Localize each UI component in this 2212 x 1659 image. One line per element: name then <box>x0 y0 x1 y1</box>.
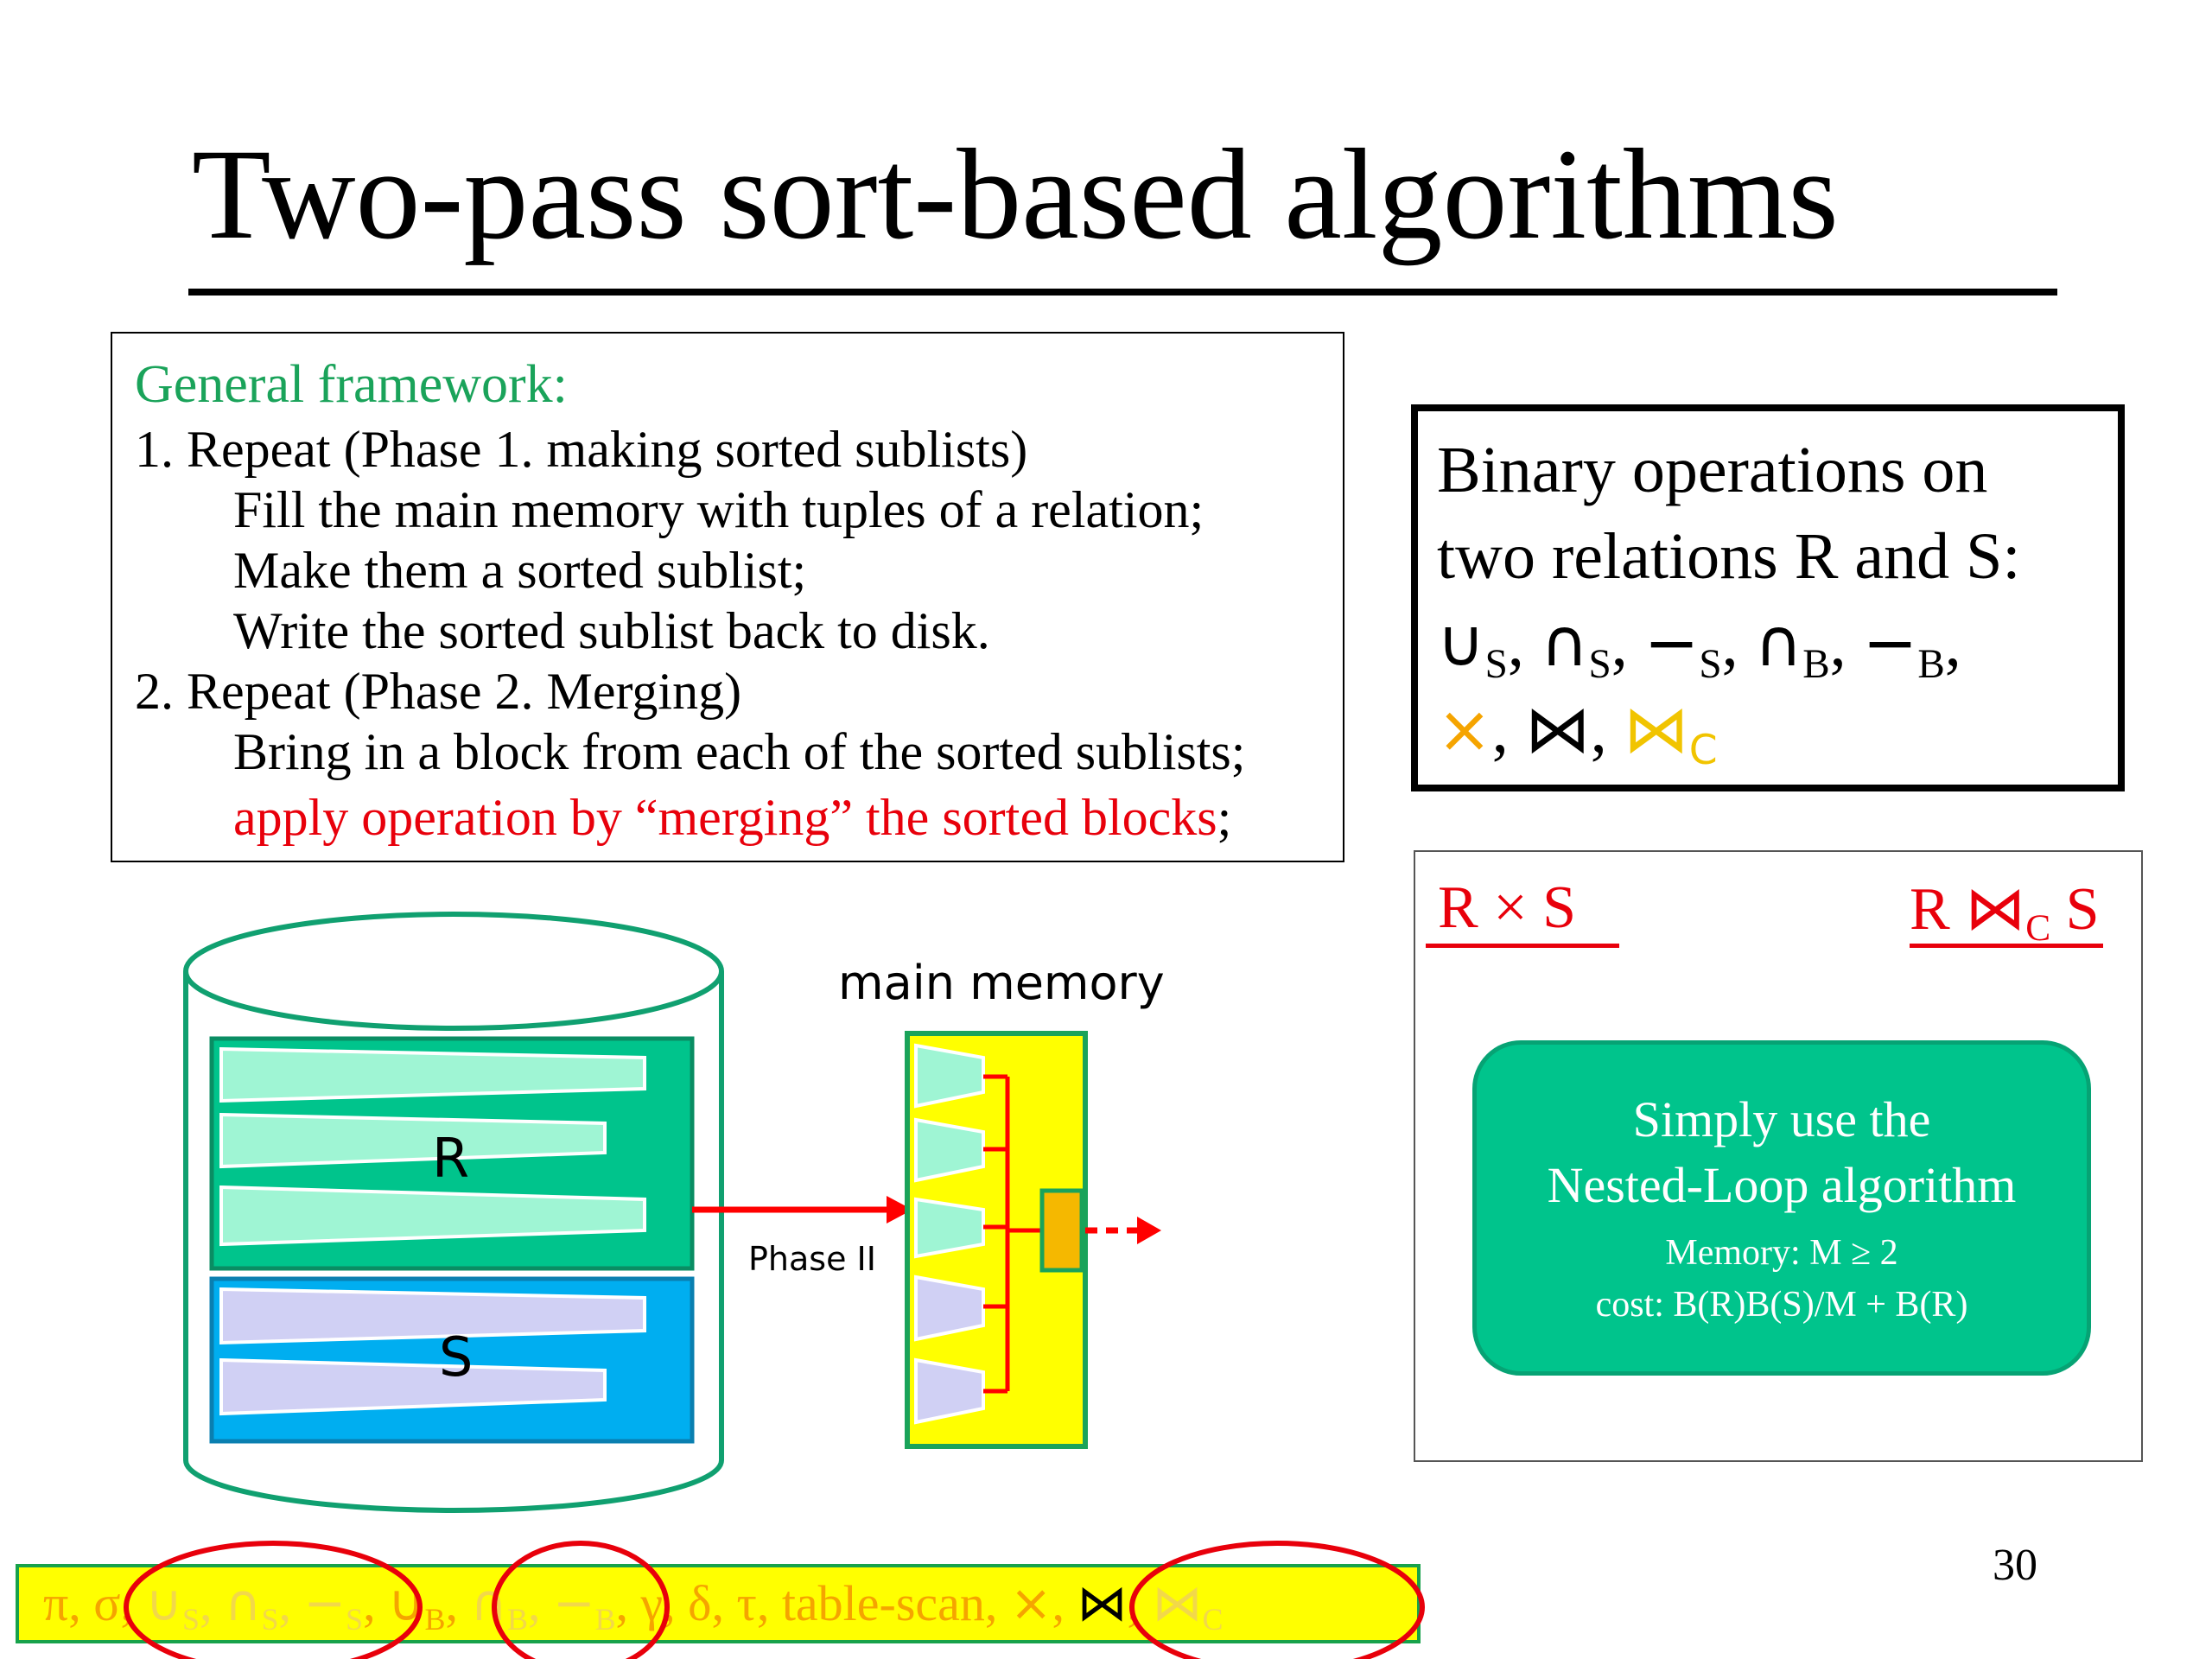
merge-phrase: apply operation by “merging” the sorted … <box>233 789 1217 846</box>
sorted-sublist-r <box>219 1046 646 1103</box>
join-icon: ⋈ <box>1077 1573 1128 1632</box>
relation-s-label: S <box>439 1325 473 1389</box>
theta-join-icon: ⋈ <box>1152 1573 1203 1632</box>
cross-product-icon: × <box>1437 690 1492 767</box>
merge-semicolon: ; <box>1217 789 1232 846</box>
theta-join-underline <box>1910 944 2103 948</box>
binary-ops-line1: Binary operations on <box>1437 434 1988 506</box>
memory-buffer-s <box>914 1357 985 1425</box>
main-memory-label: main memory <box>838 956 1165 1010</box>
memory-buffer-r <box>914 1197 985 1259</box>
sorted-sublist-r <box>219 1112 607 1169</box>
memory-buffer-r <box>914 1117 985 1183</box>
cost-formula: cost: B(R)B(S)/M + B(R) <box>1595 1285 1968 1325</box>
join-icon: ⋈ <box>1524 690 1591 767</box>
sorted-sublist-s <box>219 1357 607 1416</box>
operator-bar: π, σ, ∪S, ∩S, −S, ∪B, ∩B, −B, γ, δ, τ, t… <box>16 1564 1421 1643</box>
nested-line1: Simply use the <box>1632 1091 1931 1147</box>
page-title: Two-pass sort-based algorithms <box>192 123 1839 266</box>
relation-r-label: R <box>432 1127 469 1190</box>
framework-line: Write the sorted sublist back to disk. <box>233 602 990 659</box>
framework-line: Bring in a block from each of the sorted… <box>233 723 1246 780</box>
disk-cylinder-top <box>183 912 724 1031</box>
operator-list: π, σ, ∪S, ∩S, −S, ∪B, ∩B, −B, γ, δ, τ, t… <box>43 1573 1224 1637</box>
minus-symbol: − <box>1643 604 1700 681</box>
cross-product-icon: × <box>1009 1573 1052 1632</box>
cross-product-underline <box>1426 944 1619 948</box>
nested-line2: Nested-Loop algorithm <box>1547 1157 2017 1213</box>
binary-ops-join-operators: ×, ⋈, ⋈C <box>1437 690 1718 775</box>
cross-product-box: R × S R ⋈C S Simply use the Nested-Loop … <box>1414 850 2143 1462</box>
sorted-sublist-r <box>219 1185 646 1247</box>
output-arrow-head <box>1137 1217 1161 1244</box>
binary-ops-line2: two relations R and S: <box>1437 520 2021 593</box>
phase-arrow-head <box>887 1196 912 1224</box>
framework-line: Make them a sorted sublist; <box>233 542 807 599</box>
framework-line: Fill the main memory with tuples of a re… <box>233 481 1205 538</box>
minus-symbol: − <box>1862 604 1918 681</box>
merge-bracket <box>983 1074 1042 1394</box>
output-buffer <box>1039 1188 1084 1273</box>
phase-label: Phase II <box>748 1240 876 1278</box>
page-number: 30 <box>1993 1541 2037 1590</box>
framework-heading: General framework: <box>135 355 568 414</box>
framework-line-merge: apply operation by “merging” the sorted … <box>233 791 1231 843</box>
memory-buffer-r <box>914 1043 985 1109</box>
union-symbol: ∪ <box>1437 604 1485 681</box>
binary-operations-box: Binary operations on two relations R and… <box>1411 404 2125 791</box>
memory-requirement: Memory: M ≥ 2 <box>1665 1233 1898 1273</box>
sorted-sublist-s <box>219 1287 646 1345</box>
intersect-symbol: ∩ <box>1540 604 1589 681</box>
theta-join-icon: ⋈ <box>1623 690 1689 767</box>
framework-line: 1. Repeat (Phase 1. making sorted sublis… <box>135 421 1028 478</box>
nested-loop-callout: Simply use the Nested-Loop algorithm Mem… <box>1472 1040 2091 1376</box>
framework-line: 2. Repeat (Phase 2. Merging) <box>135 663 742 720</box>
memory-buffer-s <box>914 1274 985 1342</box>
framework-box: General framework: 1. Repeat (Phase 1. m… <box>111 332 1344 862</box>
theta-join-label: R ⋈C S <box>1910 873 2100 950</box>
title-divider <box>188 289 2057 296</box>
binary-ops-set-operators: ∪S, ∩S, −S, ∩B, −B, <box>1437 604 1961 688</box>
cross-product-label: R × S <box>1438 874 1577 941</box>
intersect-symbol: ∩ <box>1754 604 1803 681</box>
